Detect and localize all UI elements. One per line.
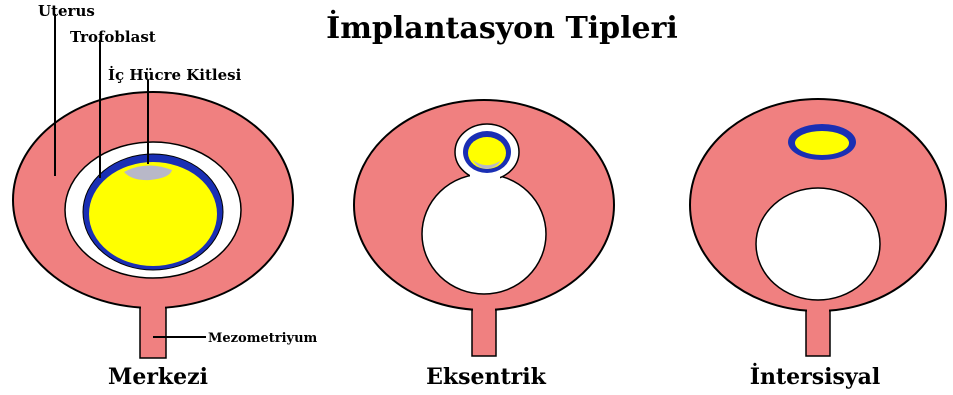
inner-cell-mass-label: İç Hücre Kitlesi: [108, 65, 242, 84]
trophoblast-label: Trofoblast: [70, 28, 156, 46]
type-label-merkezi: Merkezi: [108, 364, 208, 390]
mesometrium-label: Mezometriyum: [208, 331, 318, 346]
blastocoel: [795, 131, 849, 155]
type-label-intersisyal: İntersisyal: [750, 362, 881, 390]
panel-intersisyal: [690, 99, 946, 356]
uterine-lumen: [756, 188, 880, 300]
panel-eksentrik: [354, 100, 614, 356]
diagram-title: İmplantasyon Tipleri: [326, 9, 678, 46]
type-label-eksentrik: Eksentrik: [426, 364, 547, 390]
blastocoel: [468, 137, 506, 169]
uterus-label: Uterus: [38, 2, 95, 20]
uterine-lumen: [422, 174, 546, 294]
